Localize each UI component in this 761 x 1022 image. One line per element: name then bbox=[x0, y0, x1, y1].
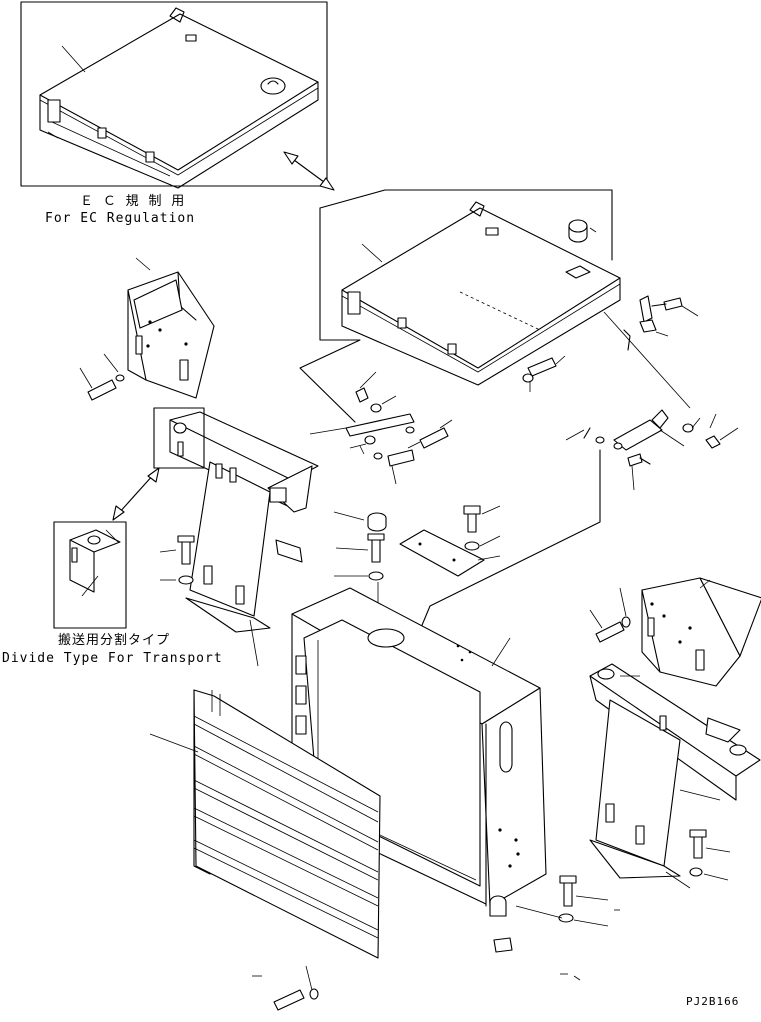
left-stand-bolts bbox=[159, 535, 195, 585]
divide-type-inset bbox=[53, 521, 127, 629]
hinge-hardware bbox=[419, 295, 739, 631]
drawing-code: PJ2B166 bbox=[686, 995, 740, 1008]
swap-arrow-left bbox=[112, 467, 160, 521]
divide-type-label-en: Divide Type For Transport bbox=[2, 651, 223, 666]
swap-arrow-top bbox=[283, 151, 335, 191]
left-bracket bbox=[79, 257, 215, 401]
divide-type-label-ja: 搬送用分割タイプ bbox=[58, 633, 171, 648]
bottom-bolt bbox=[252, 937, 581, 1011]
stay-parts bbox=[309, 371, 453, 485]
cover-assembly bbox=[299, 189, 621, 423]
ec-regulation-inset bbox=[20, 1, 328, 189]
ec-regulation-label-ja: Ｅ Ｃ 規 制 用 bbox=[80, 194, 186, 209]
center-fasteners bbox=[333, 505, 501, 610]
front-grille bbox=[149, 689, 381, 959]
right-support bbox=[589, 663, 761, 889]
ec-regulation-label-en: For EC Regulation bbox=[45, 211, 196, 226]
left-support bbox=[153, 407, 319, 667]
right-stand-bolts bbox=[515, 829, 731, 927]
right-bracket bbox=[589, 577, 761, 687]
